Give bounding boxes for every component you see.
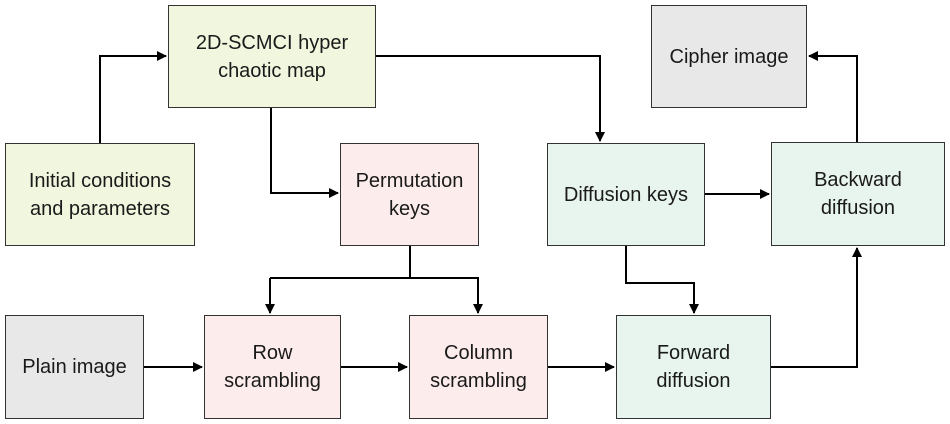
permutation-keys-label: Permutation keys [355, 169, 464, 220]
column-scrambling-label: Column scrambling [430, 342, 527, 392]
chaotic-map-label: 2D-SCMCI hyper chaotic map [195, 31, 349, 82]
initial-conditions-node: Initial conditions and parameters [5, 143, 195, 246]
edge-permutation-keys-split [270, 246, 411, 279]
edge-backward-to-cipher [808, 51, 858, 142]
edge-map-to-diffusion-keys [376, 55, 605, 142]
backward-diffusion-label: Backward diffusion [814, 169, 902, 219]
edge-map-to-permutation-keys [270, 108, 339, 198]
row-scrambling-node: Row scrambling [204, 315, 341, 419]
diffusion-keys-node: Diffusion keys [547, 143, 705, 246]
diffusion-keys-label: Diffusion keys [563, 183, 689, 206]
edge-forward-to-backward [771, 247, 862, 368]
forward-diffusion-label: Forward diffusion [656, 342, 731, 392]
plain-image-label: Plain image [22, 356, 127, 378]
backward-diffusion-node: Backward diffusion [771, 142, 945, 246]
forward-diffusion-node: Forward diffusion [616, 315, 771, 419]
row-scrambling-label: Row scrambling [224, 342, 321, 392]
edge-init-to-map [99, 51, 167, 143]
column-scrambling-node: Column scrambling [409, 315, 548, 419]
chaotic-map-node: 2D-SCMCI hyper chaotic map [168, 5, 376, 108]
cipher-image-node: Cipher image [651, 5, 807, 108]
plain-image-node: Plain image [5, 315, 144, 419]
cipher-image-label: Cipher image [669, 45, 789, 68]
permutation-keys-node: Permutation keys [340, 143, 479, 246]
initial-conditions-label: Initial conditions and parameters [28, 169, 172, 220]
edge-permutation-keys-to-column [410, 277, 483, 314]
edge-diffusion-keys-to-forward [625, 246, 699, 314]
